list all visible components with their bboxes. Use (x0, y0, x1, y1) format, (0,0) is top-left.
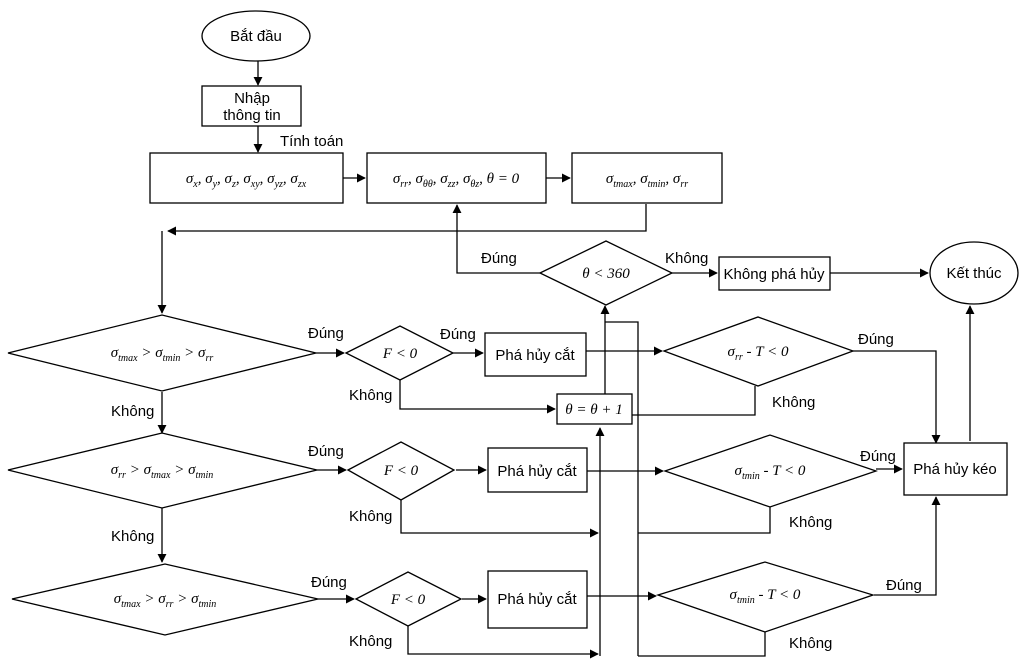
compute-label: Tính toán (280, 133, 343, 150)
stress-xyz-formula: σx, σy, σz, σxy, σyz, σzx (186, 171, 307, 190)
case1-no-label: Không (111, 403, 154, 420)
t3-no-label: Không (789, 635, 832, 652)
case3-yes-label: Đúng (311, 574, 347, 591)
tensile1-decision: σrr - T < 0 (662, 316, 855, 387)
tensile3-decision: σtmin - T < 0 (655, 561, 876, 633)
t1-yes-label: Đúng (858, 331, 894, 348)
connectors (157, 60, 975, 659)
theta-check-label: θ < 360 (582, 266, 630, 282)
edge-principal-cases (167, 204, 647, 236)
t3-yes-label: Đúng (886, 577, 922, 594)
f1-yes-label: Đúng (440, 326, 476, 343)
case1-yes-label: Đúng (308, 325, 344, 342)
case1-formula: σtmax > σtmin > σrr (111, 345, 214, 364)
stress-cyl-box: σrr, σθθ, σzz, σθz, θ = 0 (366, 152, 547, 204)
case1-decision: σtmax > σtmin > σrr (7, 314, 317, 392)
f3-decision: F < 0 (354, 571, 463, 627)
tensile2-decision: σtmin - T < 0 (662, 434, 879, 508)
input-label-line2: thông tin (223, 107, 281, 124)
case3-formula: σtmax > σrr > σtmin (114, 591, 217, 610)
f1-decision: F < 0 (344, 325, 455, 381)
edge-labels: Đúng Không Đúng Đúng Không Đúng Không Kh… (111, 250, 922, 652)
tensile1-formula: σrr - T < 0 (728, 344, 789, 363)
f2-no-label: Không (349, 508, 392, 525)
edge-t3-yes (874, 496, 941, 596)
input-node: Nhập thông tin (201, 85, 302, 127)
start-label: Bắt đầu (230, 28, 282, 45)
theta-decision: θ < 360 (538, 240, 674, 306)
f2-label: F < 0 (383, 463, 419, 479)
principal-formula: σtmax, σtmin, σrr (606, 171, 688, 190)
edge-f3-no (407, 626, 599, 659)
case2-formula: σrr > σtmax > σtmin (111, 462, 214, 481)
t1-no-label: Không (772, 394, 815, 411)
f1-no-label: Không (349, 387, 392, 404)
edge-theta-yes (452, 204, 540, 274)
edge-f1-no (399, 380, 556, 414)
increment-label: θ = θ + 1 (565, 402, 622, 418)
edge-t2-no (638, 507, 771, 534)
start-node: Bắt đầu (201, 10, 311, 62)
f3-label: F < 0 (390, 592, 426, 608)
edge-f2-no (400, 500, 599, 538)
stress-cyl-formula: σrr, σθθ, σzz, σθz, θ = 0 (393, 171, 520, 190)
tensile-failure-box: Phá hủy kéo (903, 442, 1008, 496)
no-failure-box: Không phá hủy (718, 256, 831, 291)
case2-yes-label: Đúng (308, 443, 344, 460)
shear3-box: Phá hủy cắt (487, 570, 588, 629)
edge-return-bus (605, 321, 639, 656)
f1-label: F < 0 (382, 346, 418, 362)
shear1-box: Phá hủy cắt (484, 332, 587, 377)
shear3-label: Phá hủy cắt (497, 591, 577, 608)
stress-xyz-box: σx, σy, σz, σxy, σyz, σzx (149, 152, 344, 204)
no-failure-label: Không phá hủy (724, 266, 825, 283)
case3-decision: σtmax > σrr > σtmin (11, 563, 319, 636)
shear2-label: Phá hủy cắt (497, 463, 577, 480)
t2-no-label: Không (789, 514, 832, 531)
shear2-box: Phá hủy cắt (487, 447, 588, 493)
f3-no-label: Không (349, 633, 392, 650)
shear1-label: Phá hủy cắt (495, 347, 575, 364)
tensile-failure-label: Phá hủy kéo (913, 461, 996, 478)
edge-t3-no (638, 632, 766, 657)
increment-box: θ = θ + 1 (556, 393, 633, 425)
end-label: Kết thúc (946, 265, 1002, 282)
theta-yes-label: Đúng (481, 250, 517, 267)
tensile2-formula: σtmin - T < 0 (735, 463, 806, 482)
input-label-line1: Nhập (234, 90, 270, 107)
end-node: Kết thúc (929, 241, 1019, 305)
edge-t1-yes (853, 350, 941, 444)
principal-box: σtmax, σtmin, σrr (571, 152, 723, 204)
f2-decision: F < 0 (346, 441, 456, 501)
edge-t1-no (632, 386, 756, 416)
t2-yes-label: Đúng (860, 448, 896, 465)
case2-decision: σrr > σtmax > σtmin (7, 432, 318, 509)
tensile3-formula: σtmin - T < 0 (730, 587, 801, 606)
case2-no-label: Không (111, 528, 154, 545)
theta-no-label: Không (665, 250, 708, 267)
